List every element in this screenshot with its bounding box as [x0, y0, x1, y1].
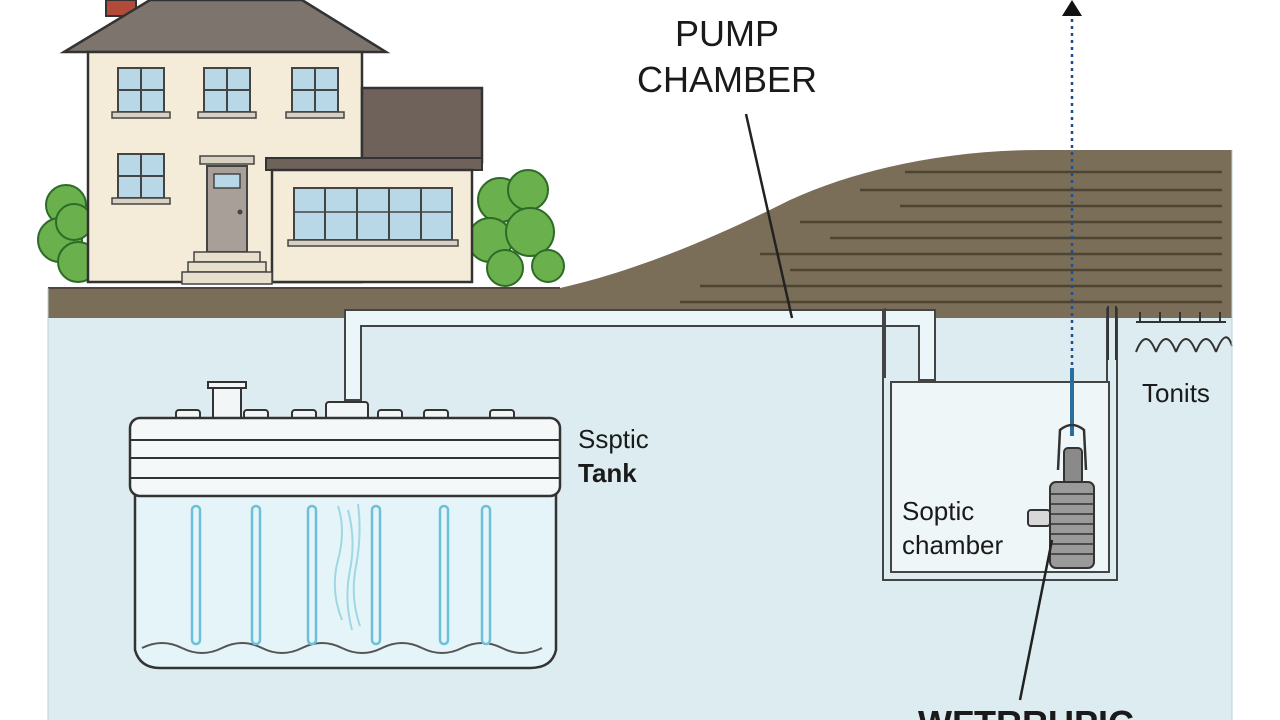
submersible-pump: [1027, 368, 1095, 569]
field-furrows: [680, 170, 1222, 304]
ground-soil: [48, 150, 1232, 318]
door-canopy: [199, 155, 255, 165]
leader-bottom: [1018, 539, 1054, 701]
pump-coils: [1050, 493, 1094, 555]
label-pump-chamber-line2: CHAMBER: [637, 59, 817, 100]
label-pump-chamber-line1: PUMP: [675, 13, 779, 54]
shrub-left: [37, 184, 99, 283]
annex-roof: [360, 86, 484, 164]
sludge-wave: [141, 642, 543, 654]
tank-band-lines: [130, 439, 560, 479]
septic-tank: [128, 381, 562, 670]
label-soptic-chamber-line2: chamber: [902, 530, 1003, 560]
baffle-rods: [190, 504, 492, 646]
pump-handle: [1056, 423, 1088, 471]
door-window: [213, 173, 241, 189]
door-knob: [237, 209, 243, 215]
house: [59, 0, 484, 285]
tank-riser: [212, 383, 242, 419]
pump-head: [1063, 447, 1083, 485]
label-septic-tank-line2: Tank: [578, 458, 637, 488]
up-arrow-head: [1062, 0, 1082, 16]
bay-window: [287, 187, 459, 247]
float-switch: [1027, 509, 1051, 527]
label-soptic-chamber-line1: Soptic: [902, 496, 974, 526]
label-septic-tank-line1: Ssptic: [578, 424, 649, 454]
effluent-stream: [333, 503, 361, 631]
chamber-outer-wall: [882, 308, 1118, 581]
front-steps: [181, 251, 273, 285]
label-tonits: Tonits: [1142, 378, 1210, 408]
pump-body: [1049, 481, 1095, 569]
tank-riser-cap: [207, 381, 247, 389]
shrub-right: [467, 169, 565, 287]
window-lower-left: [111, 153, 171, 205]
inlet-pipe: [344, 309, 936, 401]
drain-field: [1107, 306, 1233, 360]
tank-body: [133, 488, 558, 670]
window-upper-1: [111, 67, 171, 119]
window-upper-3: [285, 67, 345, 119]
leader-pump-chamber: [744, 113, 794, 319]
window-upper-2: [197, 67, 257, 119]
annex-eave: [265, 157, 483, 171]
label-cutoff-bottom: WFTRRUPIC: [918, 703, 1134, 720]
